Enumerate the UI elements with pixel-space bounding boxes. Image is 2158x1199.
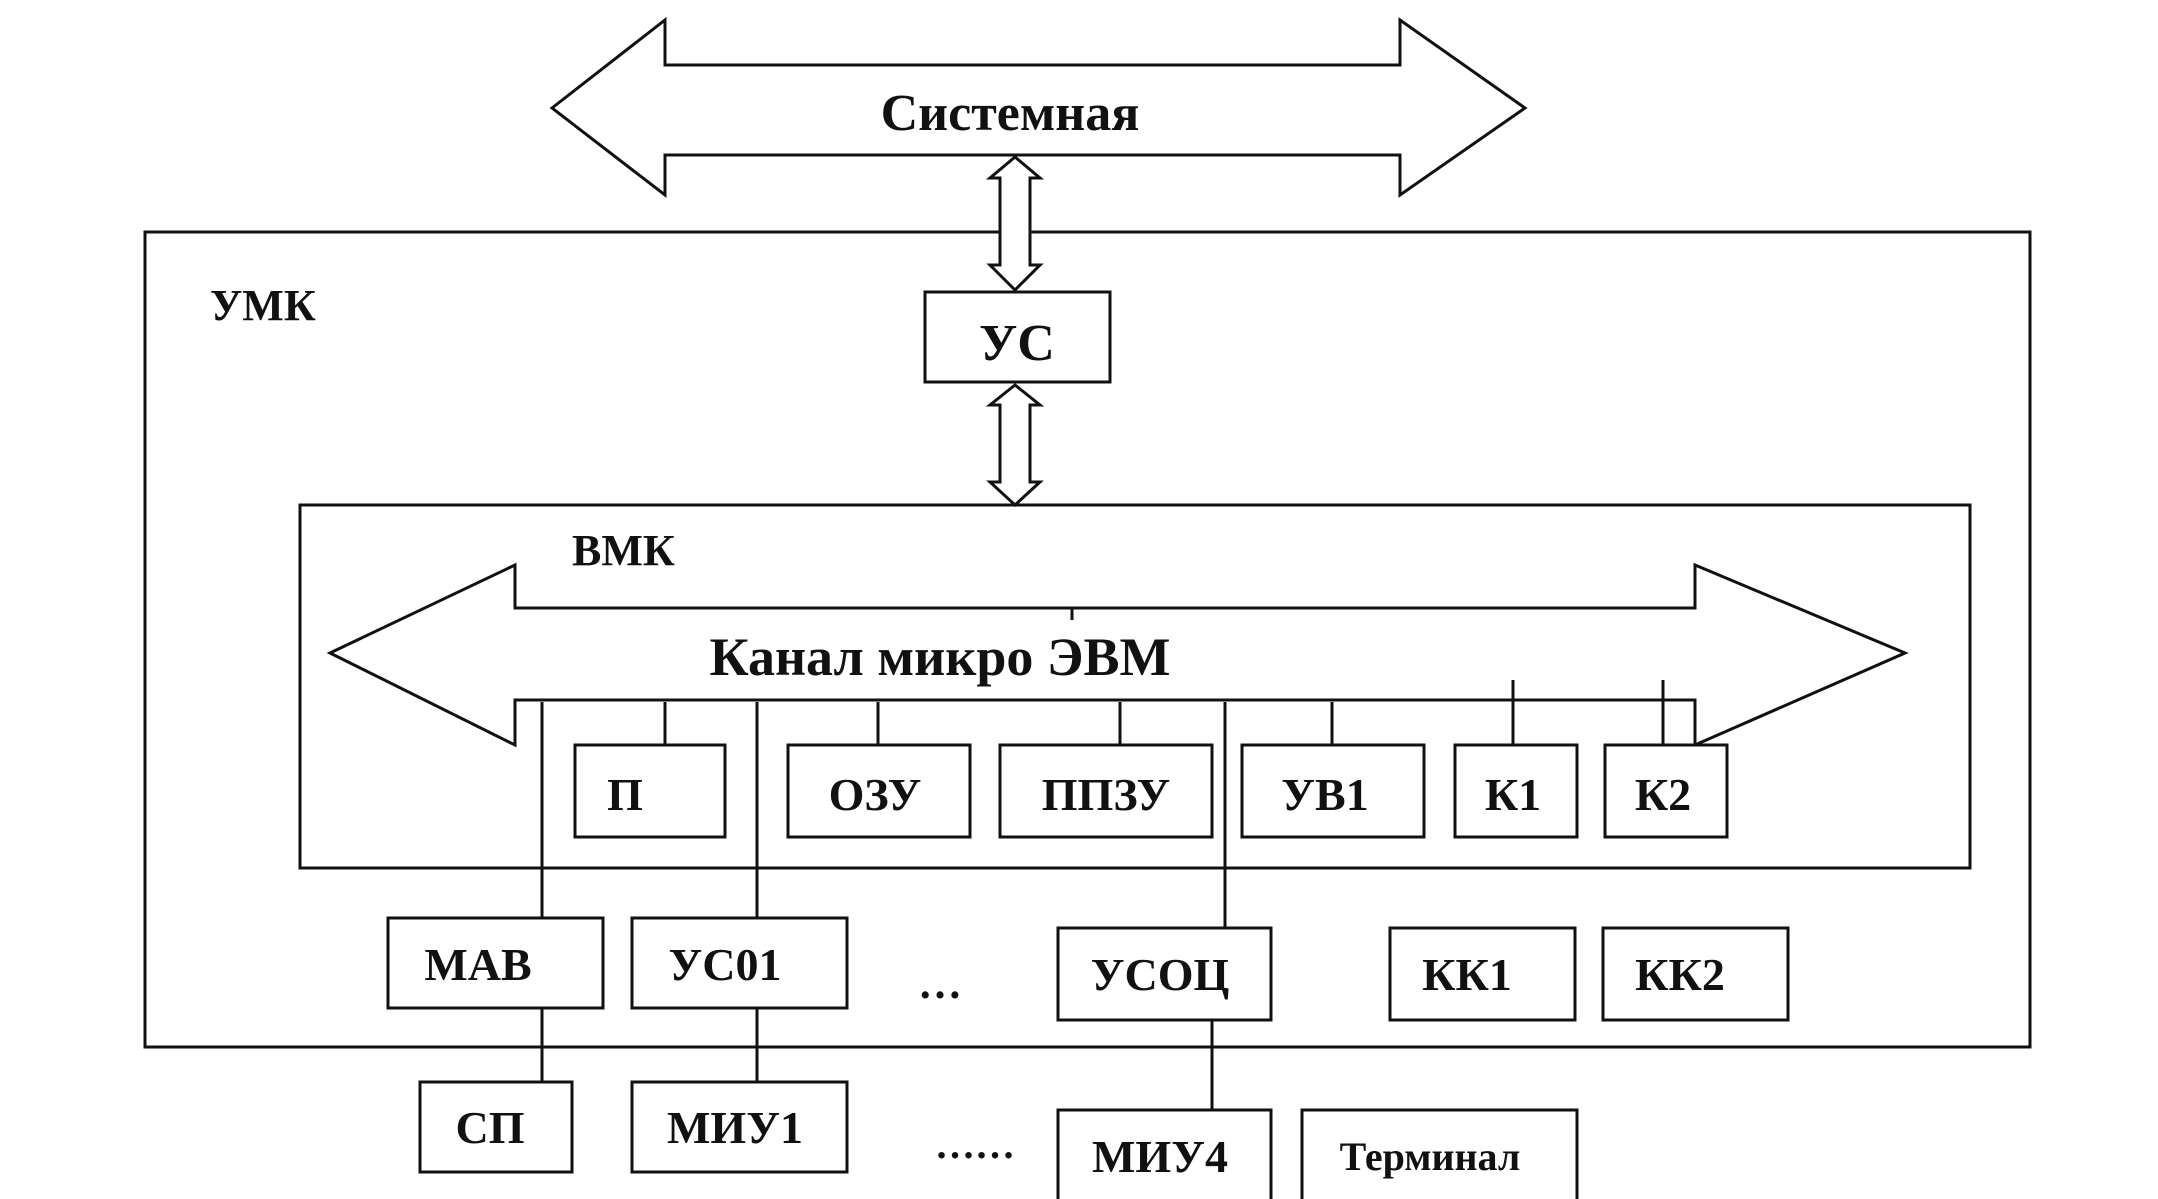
mav-label: МАВ bbox=[424, 939, 531, 990]
system-bus-arrow bbox=[549, 16, 1528, 199]
umk-frame bbox=[143, 230, 2032, 1049]
uv1-label: УВ1 bbox=[1281, 769, 1368, 820]
kk1-box bbox=[1388, 926, 1577, 1022]
kk2-label: КК2 bbox=[1635, 949, 1725, 1000]
ellipsis-lower: …… bbox=[935, 1122, 1015, 1167]
p-box bbox=[573, 743, 727, 839]
terminal-box bbox=[1300, 1108, 1579, 1199]
system-bus-label: Системная bbox=[881, 85, 1140, 142]
ppzu-label: ППЗУ bbox=[1042, 769, 1170, 820]
us-label: УС bbox=[979, 315, 1055, 372]
umk-label: УМК bbox=[210, 281, 316, 330]
micro-channel-label: Канал микро ЭВМ bbox=[710, 627, 1171, 687]
terminal-label: Терминал bbox=[1340, 1134, 1521, 1179]
sp-box bbox=[418, 1080, 574, 1174]
miu4-label: МИУ4 bbox=[1092, 1131, 1228, 1182]
kk2-box bbox=[1601, 926, 1790, 1022]
miu4-box bbox=[1056, 1108, 1273, 1199]
vmk-frame bbox=[298, 503, 1972, 870]
sp-label: СП bbox=[456, 1102, 525, 1153]
ellipsis-upper: … bbox=[918, 959, 962, 1008]
mav-box bbox=[386, 916, 605, 1010]
us01-label: УС01 bbox=[669, 939, 782, 990]
ppzu-box bbox=[998, 743, 1214, 839]
kk1-label: КК1 bbox=[1422, 949, 1512, 1000]
uv1-box bbox=[1240, 743, 1426, 839]
k1-label: К1 bbox=[1485, 769, 1541, 820]
miu1-label: МИУ1 bbox=[667, 1102, 803, 1153]
k2-label: К2 bbox=[1635, 769, 1691, 820]
us-box bbox=[923, 290, 1112, 384]
usots-label: УСОЦ bbox=[1091, 949, 1230, 1000]
ozu-box bbox=[786, 743, 972, 839]
miu1-box bbox=[630, 1080, 849, 1174]
ozu-label: ОЗУ bbox=[829, 769, 922, 820]
us-to-vmk-arrow bbox=[985, 383, 1045, 508]
us01-box bbox=[630, 916, 849, 1010]
k2-box bbox=[1603, 743, 1729, 839]
vmk-label: ВМК bbox=[572, 526, 675, 575]
k1-box bbox=[1453, 743, 1579, 839]
p-label: П bbox=[607, 769, 643, 820]
system-to-us-arrow bbox=[985, 155, 1045, 293]
usots-box bbox=[1056, 926, 1273, 1022]
micro-channel-arrow bbox=[326, 562, 1909, 748]
